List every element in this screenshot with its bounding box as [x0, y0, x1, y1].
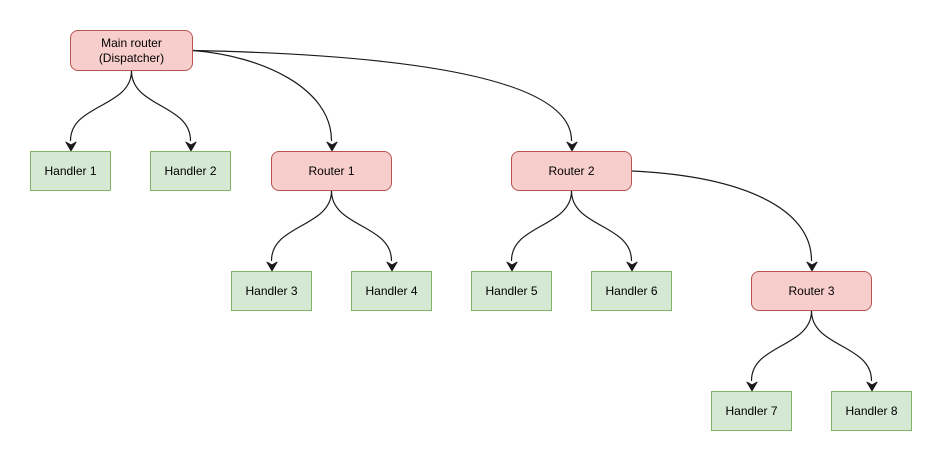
arrowhead-e-r3-h8	[866, 381, 878, 392]
node-handler-3[interactable]: Handler 3	[231, 271, 312, 311]
node-label-handler-2: Handler 2	[164, 163, 217, 178]
edge-e-main-h2	[130, 70, 192, 142]
node-label-handler-3: Handler 3	[245, 283, 298, 298]
edge-e-r2-h6	[570, 190, 633, 262]
node-main-router[interactable]: Main router (Dispatcher)	[70, 30, 193, 71]
node-handler-6[interactable]: Handler 6	[591, 271, 672, 311]
node-handler-2[interactable]: Handler 2	[150, 151, 231, 191]
arrowhead-e-main-h1	[65, 141, 77, 152]
edge-e-main-r1	[192, 49, 333, 142]
edge-e-main-h1	[69, 70, 133, 142]
arrowhead-e-r1-h3	[266, 261, 278, 272]
node-label-handler-4: Handler 4	[365, 283, 418, 298]
node-label-handler-1: Handler 1	[44, 163, 97, 178]
node-handler-4[interactable]: Handler 4	[351, 271, 432, 311]
arrowhead-e-r2-h6	[626, 261, 638, 272]
edge-e-r1-h3	[270, 190, 333, 262]
edge-e-r3-h7	[750, 310, 813, 382]
arrowhead-e-main-h2	[185, 141, 197, 152]
node-router-2[interactable]: Router 2	[511, 151, 632, 191]
node-label-router-3: Router 3	[788, 283, 835, 298]
edge-e-r1-h4	[330, 190, 393, 262]
edge-e-r2-r3	[631, 170, 813, 262]
node-handler-5[interactable]: Handler 5	[471, 271, 552, 311]
edge-e-r3-h8	[810, 310, 873, 382]
edge-e-main-r2	[192, 49, 573, 142]
arrowhead-e-main-r2	[566, 141, 578, 152]
arrowhead-e-r1-h4	[386, 261, 398, 272]
arrowhead-e-r3-h7	[746, 381, 758, 392]
node-label-handler-6: Handler 6	[605, 283, 658, 298]
node-label-main-router: Main router (Dispatcher)	[98, 35, 165, 65]
arrowhead-e-main-r1	[326, 141, 338, 152]
node-label-router-2: Router 2	[548, 163, 595, 178]
node-handler-1[interactable]: Handler 1	[30, 151, 111, 191]
node-handler-7[interactable]: Handler 7	[711, 391, 792, 431]
arrowhead-e-r2-r3	[806, 261, 818, 272]
edge-e-r2-h5	[510, 190, 573, 262]
node-label-handler-5: Handler 5	[485, 283, 538, 298]
node-handler-8[interactable]: Handler 8	[831, 391, 912, 431]
node-router-3[interactable]: Router 3	[751, 271, 872, 311]
arrowhead-e-r2-h5	[506, 261, 518, 272]
node-label-router-1: Router 1	[308, 163, 355, 178]
node-router-1[interactable]: Router 1	[271, 151, 392, 191]
node-label-handler-7: Handler 7	[725, 403, 778, 418]
node-label-handler-8: Handler 8	[845, 403, 898, 418]
